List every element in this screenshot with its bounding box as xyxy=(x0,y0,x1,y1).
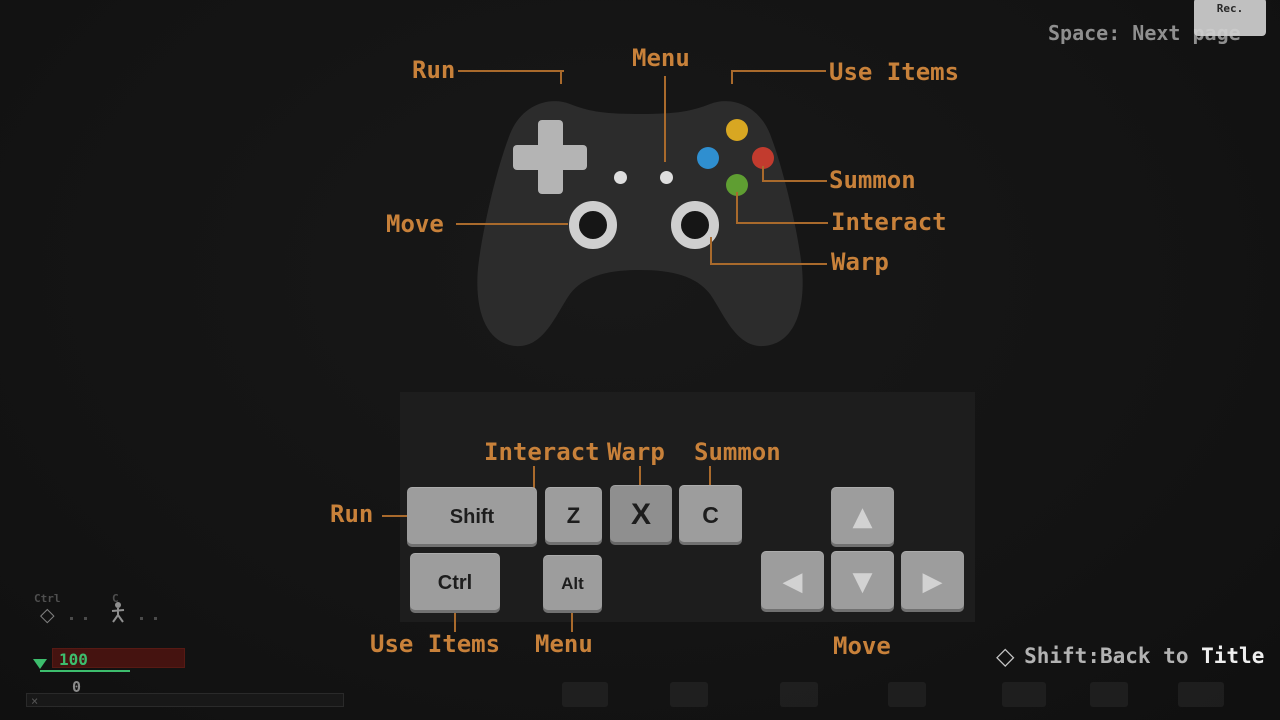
kb-line-warp xyxy=(639,466,641,487)
key-alt: Alt xyxy=(543,555,602,613)
key-arrow-left: ◀ xyxy=(761,551,824,612)
callout-line-summon-h xyxy=(762,180,827,182)
hud-diamond-icon: ◇ xyxy=(40,604,55,626)
hud-ctrl-hint: Ctrl xyxy=(34,592,61,605)
dim-hotbar-key xyxy=(1178,682,1224,707)
face-button-west xyxy=(697,147,719,169)
dim-hotbar-key xyxy=(888,682,926,707)
hud-dot xyxy=(154,617,157,620)
close-icon: × xyxy=(31,694,39,708)
dim-hotbar-key xyxy=(670,682,708,707)
back-hint-text: :Back to xyxy=(1087,644,1202,668)
hp-value: 100 xyxy=(59,650,88,669)
up-arrow-icon: ▲ xyxy=(852,502,873,532)
gamepad-label-interact: Interact xyxy=(831,208,947,236)
kb-label-summon: Summon xyxy=(694,438,781,466)
back-hint-target: Title xyxy=(1201,644,1265,668)
hud-counter: 0 xyxy=(72,678,82,696)
key-arrow-right: ▶ xyxy=(901,551,964,612)
kb-line-menu xyxy=(571,613,573,632)
kb-line-run xyxy=(382,515,408,517)
left-arrow-icon: ◀ xyxy=(782,566,803,597)
hp-bar: 100 xyxy=(52,648,185,669)
kb-label-warp: Warp xyxy=(607,438,665,466)
callout-line-use-items-v xyxy=(731,70,733,84)
face-button-north xyxy=(726,119,748,141)
back-to-title-hint: ◇ Shift:Back to Title xyxy=(996,642,1264,670)
callout-line-run-h xyxy=(458,70,564,72)
hp-underline xyxy=(40,670,130,672)
kb-line-interact xyxy=(533,466,535,490)
hud-progress-bar xyxy=(26,693,344,707)
rec-badge-label: Rec. xyxy=(1216,2,1244,15)
gamepad-diagram xyxy=(452,82,828,354)
face-button-south xyxy=(726,174,748,196)
key-z: Z xyxy=(545,487,602,545)
dim-hotbar-key xyxy=(1002,682,1046,707)
hud-dot xyxy=(70,617,73,620)
left-stick xyxy=(569,201,617,249)
gamepad-label-menu: Menu xyxy=(632,44,690,72)
gamepad-label-warp: Warp xyxy=(831,248,889,276)
gamepad-body xyxy=(477,101,803,347)
face-button-east xyxy=(752,147,774,169)
gamepad-label-summon: Summon xyxy=(829,166,916,194)
person-icon xyxy=(111,602,125,623)
menu-button-dot xyxy=(660,171,673,184)
view-button-dot xyxy=(614,171,627,184)
key-arrow-down: ▼ xyxy=(831,551,894,612)
kb-line-summon xyxy=(709,466,711,487)
gamepad-label-move: Move xyxy=(386,210,444,238)
key-x: X xyxy=(610,485,672,545)
down-arrow-icon: ▼ xyxy=(852,566,873,597)
key-ctrl: Ctrl xyxy=(410,553,500,613)
hud-c-hint: C xyxy=(112,592,119,605)
dim-hotbar-key xyxy=(562,682,608,707)
key-shift: Shift xyxy=(407,487,537,547)
gamepad-label-run: Run xyxy=(412,56,456,84)
kb-line-use-items xyxy=(454,613,456,632)
callout-line-interact-h xyxy=(736,222,828,224)
hud-dot xyxy=(84,617,87,620)
callout-line-use-items-h xyxy=(731,70,826,72)
key-arrow-up: ▲ xyxy=(831,487,894,547)
callout-line-warp-h xyxy=(710,263,827,265)
key-c: C xyxy=(679,485,742,545)
kb-label-move: Move xyxy=(833,632,891,660)
dim-hotbar-key xyxy=(780,682,818,707)
callout-line-interact-v xyxy=(736,192,738,224)
back-hint-key: Shift xyxy=(1024,644,1088,668)
right-arrow-icon: ▶ xyxy=(922,566,943,597)
kb-label-interact: Interact xyxy=(484,438,600,466)
rec-badge: Rec. xyxy=(1194,0,1266,36)
diamond-icon: ◇ xyxy=(996,642,1015,670)
kb-label-menu: Menu xyxy=(535,630,593,658)
kb-label-run: Run xyxy=(330,500,374,528)
hp-arrow-icon xyxy=(33,659,47,669)
kb-label-use-items: Use Items xyxy=(370,630,501,658)
callout-line-warp-v xyxy=(710,237,712,265)
callout-line-menu xyxy=(664,76,666,162)
hud-dot xyxy=(140,617,143,620)
dim-hotbar-key xyxy=(1090,682,1128,707)
gamepad-label-use-items: Use Items xyxy=(829,58,960,86)
callout-line-run-v xyxy=(560,70,562,84)
dpad-vertical xyxy=(538,120,563,194)
callout-line-move xyxy=(456,223,568,225)
callout-line-summon-v xyxy=(762,166,764,182)
